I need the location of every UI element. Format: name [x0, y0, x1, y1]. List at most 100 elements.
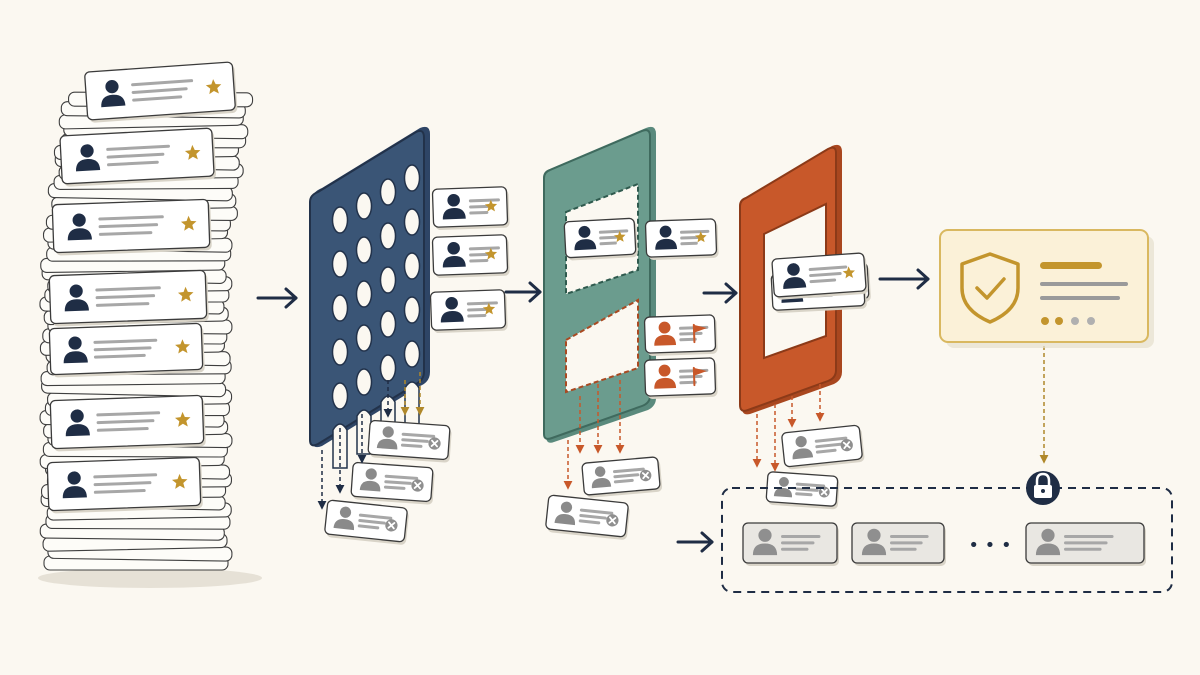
passing-candidate-card	[563, 217, 638, 261]
approval-panel	[939, 229, 1154, 348]
card-text-line	[781, 541, 815, 545]
card-text-line	[815, 442, 842, 449]
person-icon	[62, 471, 87, 499]
arrow-right-icon	[878, 268, 930, 290]
arrow-right-icon	[702, 282, 738, 304]
filter-hole	[331, 382, 349, 410]
filter-hole	[379, 354, 397, 382]
card-text-line	[93, 489, 146, 494]
person-icon	[752, 528, 778, 556]
rejected-candidate-card	[367, 419, 452, 463]
card-text-line	[680, 229, 710, 234]
card-text-line	[468, 246, 500, 251]
card-text-line	[106, 152, 165, 159]
person-icon	[63, 336, 88, 364]
star-icon	[171, 473, 188, 489]
x-circle-icon	[840, 438, 853, 452]
flagged-candidate-card	[643, 357, 718, 399]
star-icon	[184, 144, 201, 160]
passing-candidate-card	[431, 234, 510, 279]
card-text-line	[598, 229, 629, 234]
person-icon	[65, 409, 90, 437]
card-text-line	[96, 427, 149, 432]
filter-hole	[355, 324, 373, 352]
filter-hole	[355, 236, 373, 264]
arrow-right-icon	[504, 281, 542, 303]
person-icon	[442, 193, 466, 220]
person-icon	[554, 501, 576, 526]
shortlist-cards	[742, 522, 1146, 566]
card-text-line	[95, 302, 150, 307]
stack-candidate-card	[59, 127, 217, 187]
filter-hole	[379, 310, 397, 338]
x-circle-icon	[639, 469, 652, 482]
stack-visible-cards	[46, 61, 238, 514]
card-text-line	[680, 241, 698, 246]
x-circle-icon	[818, 486, 830, 498]
rejection-drop-lines	[317, 346, 1049, 510]
card-text-line	[468, 198, 500, 203]
card-text-line	[95, 294, 156, 300]
filter-hole	[355, 192, 373, 220]
card-text-line	[469, 258, 489, 263]
card-text-line	[95, 286, 161, 292]
card-text-line	[466, 301, 498, 306]
star-icon	[482, 302, 496, 315]
star-icon	[613, 230, 626, 243]
star-icon	[695, 231, 707, 243]
card-text-line	[890, 547, 917, 551]
shortlisted-candidate-card	[851, 522, 946, 566]
card-text-line	[613, 478, 634, 484]
card-text-line	[93, 481, 152, 487]
filter-hole	[355, 368, 373, 396]
filter-hole	[331, 250, 349, 278]
stack-candidate-card	[48, 269, 209, 327]
person-icon	[1035, 528, 1061, 556]
shield-check-icon	[960, 252, 1020, 324]
stack-candidate-card	[84, 61, 238, 123]
card-text-line	[579, 513, 607, 520]
rejected-candidate-card	[350, 461, 435, 505]
shortlisted-candidate-card	[1025, 522, 1146, 566]
rejected-candidate-card	[581, 456, 663, 498]
card-text-line	[107, 160, 159, 167]
teal-lower-window	[565, 298, 639, 394]
navy-filter-holes	[331, 164, 421, 469]
passing-candidate-card	[771, 252, 869, 300]
person-icon	[359, 468, 381, 492]
card-text-line	[131, 79, 194, 87]
card-text-line	[98, 215, 164, 221]
card-text-line	[890, 541, 923, 545]
star-icon	[180, 215, 197, 231]
x-circle-icon	[428, 437, 441, 450]
rejected-candidate-card	[765, 471, 840, 510]
card-text-line	[679, 331, 703, 336]
arrow-right-icon	[676, 531, 714, 553]
card-text-line	[1064, 541, 1108, 545]
card-text-line	[808, 265, 848, 272]
lock-icon	[1026, 471, 1060, 505]
card-text-line	[106, 144, 170, 151]
card-text-line	[814, 436, 848, 443]
person-icon	[773, 476, 792, 498]
card-text-line	[384, 480, 412, 485]
shortlist-ellipsis: • • •	[968, 535, 1011, 556]
filter-hole	[355, 280, 373, 308]
card-text-line	[358, 513, 393, 520]
person-icon	[101, 80, 126, 108]
card-text-line	[809, 271, 842, 278]
flagged-candidate-card	[643, 314, 718, 356]
final-shortlist: • • •	[721, 471, 1173, 593]
card-text-line	[1064, 547, 1102, 551]
person-icon	[442, 241, 466, 268]
person-icon	[440, 296, 464, 323]
card-text-line	[93, 338, 158, 344]
card-text-line	[98, 231, 153, 236]
card-text-line	[679, 380, 697, 385]
card-text-line	[612, 467, 645, 474]
card-text-line	[809, 278, 837, 284]
filter-hole	[403, 252, 421, 280]
card-text-line	[132, 95, 183, 102]
